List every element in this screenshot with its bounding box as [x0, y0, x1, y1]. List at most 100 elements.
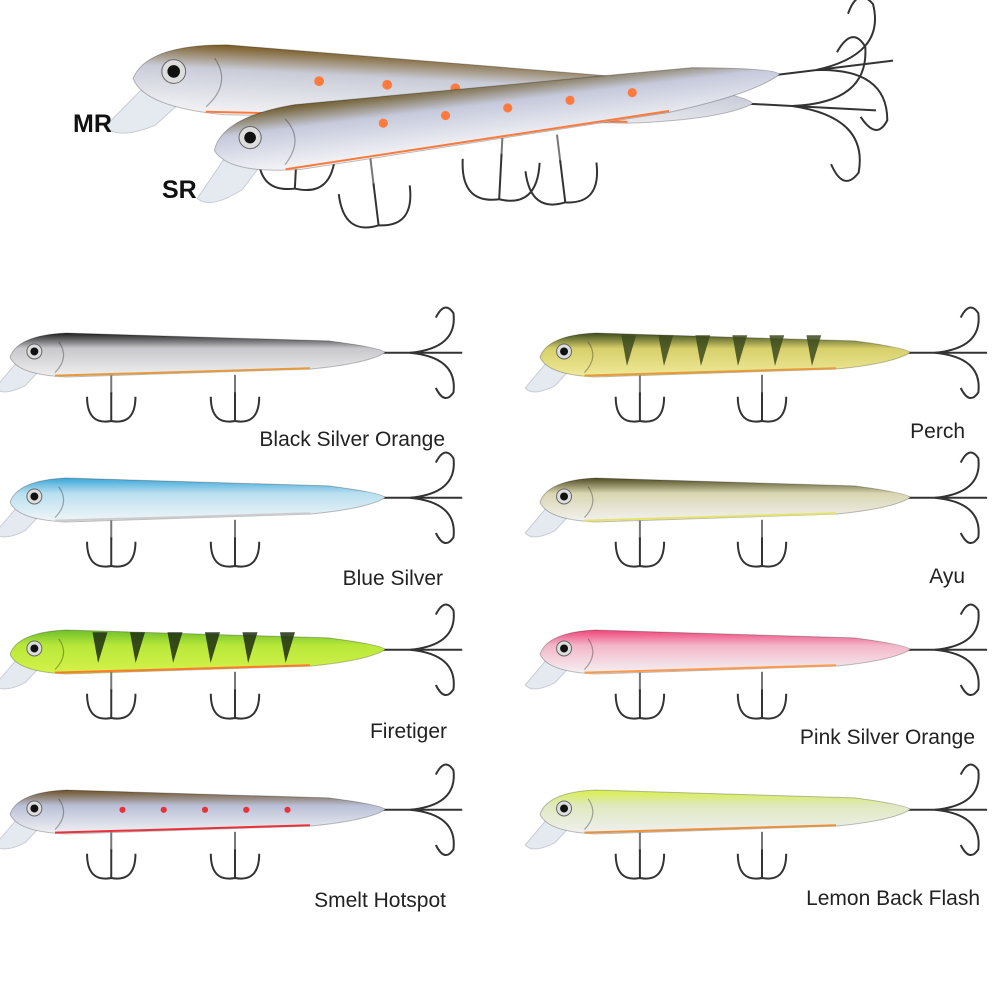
- hot-spot: [378, 118, 388, 128]
- variant-label: Perch: [910, 420, 965, 443]
- belly-stripe: [584, 664, 837, 674]
- pupil: [30, 347, 39, 356]
- treble-hook: [461, 153, 541, 202]
- pattern-bar: [695, 335, 711, 366]
- treble-hook: [86, 689, 137, 720]
- pattern-bar: [621, 335, 637, 366]
- hot-spot: [284, 806, 291, 813]
- treble-hook: [209, 849, 261, 880]
- sr-label: SR: [162, 176, 197, 204]
- lure-body: [9, 477, 386, 523]
- lure: [524, 603, 988, 720]
- hot-spot: [382, 79, 393, 90]
- treble-hook: [209, 689, 261, 720]
- treble-hook: [736, 689, 788, 720]
- treble-hook: [209, 392, 261, 423]
- tail-treble-hook: [746, 36, 876, 182]
- hot-spot: [627, 88, 637, 98]
- treble-hook: [86, 537, 137, 568]
- treble-hook: [86, 849, 137, 880]
- lure: [524, 306, 988, 423]
- hot-spot: [119, 806, 126, 813]
- treble-hook: [736, 537, 788, 568]
- pupil: [244, 131, 256, 144]
- tail-treble-hook: [773, 0, 894, 131]
- treble-hook: [86, 392, 137, 423]
- gill: [54, 798, 65, 831]
- treble-hook: [614, 689, 666, 720]
- pattern-bar: [130, 632, 145, 663]
- pupil: [30, 644, 39, 653]
- treble-hook: [524, 160, 599, 206]
- belly-stripe: [584, 824, 837, 834]
- gill: [583, 798, 594, 831]
- tail-treble-hook: [381, 306, 463, 399]
- tail-treble-hook: [906, 451, 988, 544]
- gill: [54, 486, 65, 519]
- variant-label: Ayu: [929, 565, 965, 588]
- hot-spot: [201, 806, 209, 813]
- pupil: [560, 492, 569, 501]
- variant-label: Pink Silver Orange: [799, 726, 975, 749]
- pattern-bar: [806, 335, 822, 366]
- lure-body: [539, 477, 911, 523]
- belly-stripe: [285, 110, 670, 171]
- tail-treble-hook: [906, 603, 988, 696]
- hook-eye: [555, 134, 562, 164]
- lure: [524, 763, 988, 880]
- hook-eye: [369, 157, 375, 187]
- pupil: [560, 804, 569, 813]
- pattern-bar: [732, 335, 748, 366]
- gill: [205, 57, 223, 108]
- lure: [0, 306, 463, 423]
- variant-label: Black Silver Orange: [259, 428, 445, 451]
- lure-body: [9, 629, 386, 675]
- belly-stripe: [54, 664, 311, 674]
- treble-hook: [614, 537, 666, 568]
- gill: [583, 486, 594, 519]
- variant-label: Firetiger: [369, 720, 447, 743]
- mr-label: MR: [73, 110, 112, 138]
- belly-stripe: [54, 824, 311, 834]
- treble-hook: [614, 849, 666, 880]
- lure: [524, 451, 988, 568]
- pattern-bar: [92, 632, 108, 663]
- hot-spot: [314, 76, 324, 87]
- pattern-bar: [167, 632, 183, 663]
- treble-hook: [337, 183, 412, 229]
- gill: [583, 341, 594, 374]
- pupil: [560, 644, 569, 653]
- treble-hook: [736, 392, 788, 423]
- lure-body: [213, 67, 780, 171]
- pattern-bar: [769, 335, 785, 366]
- lure: [0, 763, 463, 880]
- pattern-bar: [205, 632, 220, 663]
- belly-stripe: [54, 367, 311, 377]
- variant-label: Blue Silver: [342, 567, 443, 590]
- gill: [583, 638, 594, 671]
- tail-treble-hook: [381, 451, 463, 544]
- hero-lures-image: [104, 0, 894, 229]
- gill: [284, 118, 296, 166]
- tail-treble-hook: [381, 603, 463, 696]
- lure: [0, 603, 463, 720]
- pattern-bar: [280, 632, 295, 663]
- tail-treble-hook: [906, 306, 988, 399]
- pattern-bar: [242, 632, 258, 663]
- pupil: [560, 347, 569, 356]
- treble-hook: [736, 849, 788, 880]
- lure-body: [539, 629, 911, 675]
- hot-spot: [440, 111, 451, 121]
- tail-treble-hook: [381, 763, 463, 856]
- variant-label: Lemon Back Flash: [806, 887, 980, 910]
- pupil: [167, 65, 181, 78]
- lure-body: [9, 332, 386, 378]
- hot-spot: [160, 806, 167, 813]
- hot-spot: [565, 95, 575, 105]
- pupil: [30, 804, 39, 813]
- variant-label: Smelt Hotspot: [314, 889, 446, 912]
- gill: [54, 638, 65, 671]
- gill: [54, 341, 65, 374]
- hot-spot: [243, 806, 250, 813]
- belly-stripe: [54, 512, 311, 522]
